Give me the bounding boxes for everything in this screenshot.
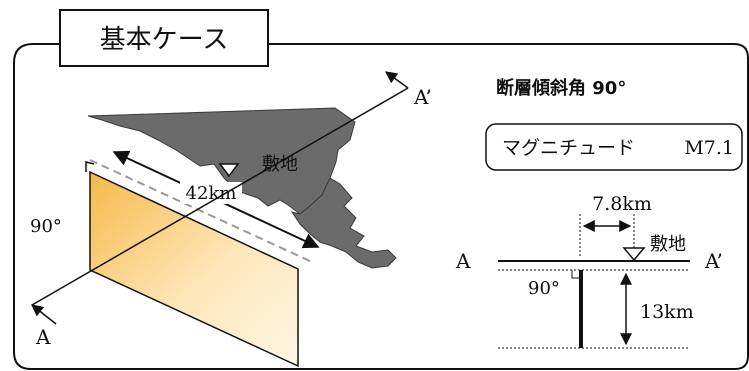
length-label-bg bbox=[180, 182, 242, 204]
plan-site-label: 敷地 bbox=[262, 154, 298, 175]
plan-angle-label: 90° bbox=[30, 216, 62, 237]
site-marker-icon bbox=[218, 163, 240, 178]
magnitude-box bbox=[485, 123, 743, 171]
length-label: 42km bbox=[186, 183, 237, 204]
section-site-label: 敷地 bbox=[650, 234, 686, 255]
section-site-marker-icon bbox=[622, 247, 646, 262]
magnitude-value: M7.1 bbox=[684, 137, 734, 159]
section-arrow-A bbox=[31, 304, 57, 325]
section-A-label: A bbox=[455, 249, 471, 273]
case-tab-label: 基本ケース bbox=[100, 25, 229, 55]
plan-A-label: A bbox=[35, 325, 51, 349]
section-angle-label: 90° bbox=[528, 278, 560, 299]
angle-tick bbox=[85, 161, 95, 172]
outer-frame bbox=[13, 43, 749, 370]
case-tab bbox=[59, 9, 269, 67]
offset-label: 7.8km bbox=[592, 193, 652, 215]
section-angle-tick bbox=[571, 270, 581, 279]
depth-label: 13km bbox=[640, 301, 694, 323]
magnitude-label: マグニチュード bbox=[502, 137, 635, 159]
section-arrow-A-prime bbox=[385, 71, 409, 89]
dip-heading: 断層傾斜角 90° bbox=[496, 77, 626, 99]
section-line bbox=[31, 87, 409, 306]
section-A-prime-label: A’ bbox=[704, 249, 723, 273]
plan-A-prime-label: A’ bbox=[413, 85, 432, 109]
